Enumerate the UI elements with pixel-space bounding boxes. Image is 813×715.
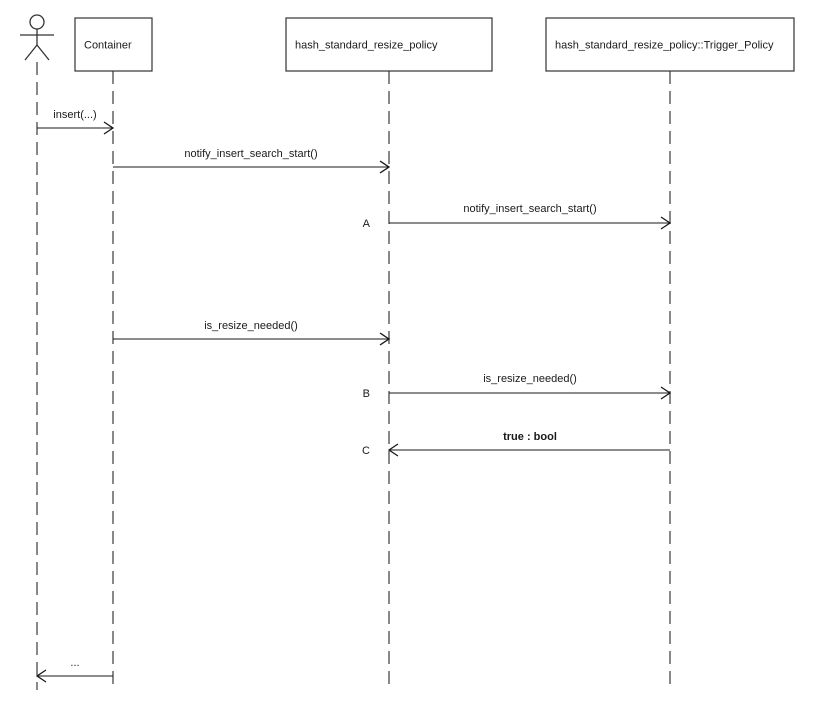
step-label-a: A	[363, 218, 371, 230]
participant-trigger-policy[interactable]: hash_standard_resize_policy::Trigger_Pol…	[545, 17, 795, 72]
message-arrowhead-insert	[103, 121, 115, 135]
message-insert[interactable]: insert(...)	[37, 109, 115, 135]
message-ellipsis-return[interactable]: ...	[35, 657, 113, 683]
message-is-resize-needed-container[interactable]: is_resize_needed()	[113, 320, 391, 346]
message-label-is-resize-needed-container: is_resize_needed()	[204, 320, 298, 332]
message-arrowhead-is-resize-needed-policy	[660, 386, 672, 400]
step-label-b: B	[363, 388, 370, 400]
message-arrowhead-ellipsis-return	[35, 669, 47, 683]
message-arrowhead-notify-insert-search-start-container	[379, 160, 391, 174]
participant-hash-standard-resize-policy[interactable]: hash_standard_resize_policy	[285, 17, 493, 72]
participant-box-container[interactable]	[74, 17, 153, 72]
participant-box-trigger-policy[interactable]	[545, 17, 795, 72]
message-is-resize-needed-policy[interactable]: is_resize_needed() B	[363, 373, 672, 400]
message-label-notify-insert-search-start-policy: notify_insert_search_start()	[463, 203, 596, 215]
participant-label-trigger-policy: hash_standard_resize_policy::Trigger_Pol…	[555, 39, 774, 51]
message-label-notify-insert-search-start-container: notify_insert_search_start()	[184, 148, 317, 160]
message-true-bool-return[interactable]: true : bool C	[362, 431, 670, 457]
step-label-c: C	[362, 445, 370, 457]
actor-right-leg-icon	[36, 44, 50, 61]
participant-container[interactable]: Container	[74, 17, 153, 72]
message-label-is-resize-needed-policy: is_resize_needed()	[483, 373, 577, 385]
participant-label-container: Container	[84, 39, 132, 51]
message-label-ellipsis-return: ...	[70, 657, 79, 669]
message-notify-insert-search-start-policy[interactable]: notify_insert_search_start() A	[363, 203, 672, 230]
actor-left-leg-icon	[24, 44, 38, 61]
actor-head-icon	[29, 14, 45, 30]
lifelines-group	[36, 62, 671, 690]
participant-label-hash-standard-resize-policy: hash_standard_resize_policy	[295, 39, 438, 51]
message-arrowhead-true-bool-return	[387, 443, 399, 457]
message-arrowhead-is-resize-needed-container	[379, 332, 391, 346]
actor-figure	[20, 14, 54, 61]
participant-box-hash-standard-resize-policy[interactable]	[285, 17, 493, 72]
message-label-true-bool-return: true : bool	[503, 431, 557, 443]
message-notify-insert-search-start-container[interactable]: notify_insert_search_start()	[113, 148, 391, 174]
message-arrowhead-notify-insert-search-start-policy	[660, 216, 672, 230]
message-label-insert: insert(...)	[53, 109, 96, 121]
